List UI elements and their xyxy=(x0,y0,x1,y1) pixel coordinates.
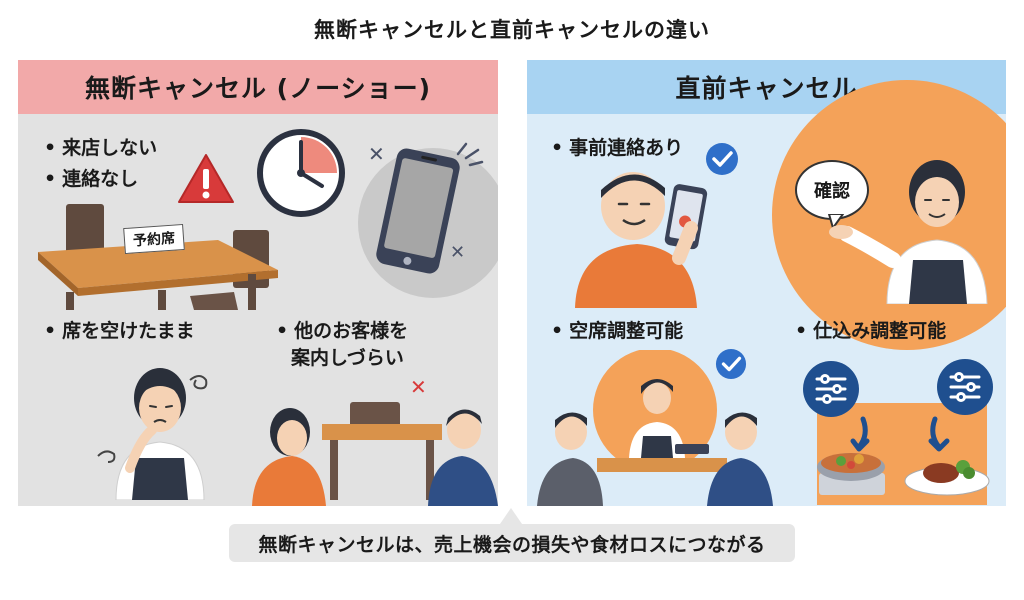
x-mark-icon: ✕ xyxy=(368,142,385,166)
x-mark-icon: ✕ xyxy=(450,242,466,263)
bullet-seat-adjust: •空席調整可能 xyxy=(551,318,683,344)
bullet-hard-to-seat-line2: 案内しづらい xyxy=(291,347,404,369)
check-icon xyxy=(706,143,738,175)
summary-caption: 無断キャンセルは、売上機会の損失や食材ロスにつながる xyxy=(229,524,795,562)
prep-adjust-illustration xyxy=(803,359,993,505)
no-show-header: 無断キャンセル (ノーショー) xyxy=(18,60,498,114)
bullet-no-visit-text: 来店しない xyxy=(62,137,158,159)
check-icon xyxy=(715,348,747,380)
bullet-advance-notice-text: 事前連絡あり xyxy=(569,137,684,159)
worried-staff-illustration xyxy=(97,368,208,500)
no-show-panel: 無断キャンセル (ノーショー) •来店しない •連絡なし ✕ ✕ xyxy=(18,60,498,506)
bullet-hard-to-seat-line1: •他のお客様を xyxy=(276,318,408,344)
bullet-dot: • xyxy=(795,320,808,342)
bullet-seat-empty: •席を空けたまま xyxy=(44,318,195,344)
customers-waiting-illustration: ✕ xyxy=(252,375,498,506)
customer-calling-illustration xyxy=(575,172,708,308)
reserved-table-illustration xyxy=(38,204,278,310)
caption-pointer xyxy=(500,508,522,524)
clock-icon xyxy=(257,129,345,217)
bullet-no-contact: •連絡なし xyxy=(44,166,138,192)
staff-guiding-illustration xyxy=(829,160,988,304)
bullet-dot: • xyxy=(276,320,289,342)
vibration-lines-icon xyxy=(456,142,484,167)
bullet-seat-empty-text: 席を空けたまま xyxy=(62,320,195,342)
bullet-dot: • xyxy=(44,137,57,159)
bullet-dot: • xyxy=(44,320,57,342)
bullet-advance-notice: •事前連絡あり xyxy=(551,135,683,161)
bullet-dot: • xyxy=(551,137,564,159)
late-cancel-header-overlay xyxy=(527,60,1006,114)
seat-adjust-illustration xyxy=(537,350,773,506)
confirm-speech-text: 確認 xyxy=(814,181,850,202)
summary-caption-text: 無断キャンセルは、売上機会の損失や食材ロスにつながる xyxy=(258,533,766,556)
bullet-prep-adjust-text: 仕込み調整可能 xyxy=(813,320,947,342)
late-cancel-panel: 直前キャンセル •事前連絡あり 確認 •空席調整可 xyxy=(527,60,1006,506)
bullet-dot: • xyxy=(551,320,564,342)
warning-icon xyxy=(178,154,234,203)
bullet-no-contact-text: 連絡なし xyxy=(62,168,139,190)
speech-bubble-tail xyxy=(827,214,845,230)
phone-icon xyxy=(376,148,460,274)
bullet-dot: • xyxy=(44,168,57,190)
confirm-speech-bubble: 確認 xyxy=(795,160,869,220)
bullet-no-visit: •来店しない xyxy=(44,135,157,161)
bullet-seat-adjust-text: 空席調整可能 xyxy=(569,320,684,342)
page-title: 無断キャンセルと直前キャンセルの違い xyxy=(314,18,710,42)
svg-text:✕: ✕ xyxy=(410,375,427,399)
bullet-prep-adjust: •仕込み調整可能 xyxy=(795,318,946,344)
bullet-hard-to-seat-text1: 他のお客様を xyxy=(294,320,409,342)
reserved-sign: 予約席 xyxy=(123,223,185,255)
